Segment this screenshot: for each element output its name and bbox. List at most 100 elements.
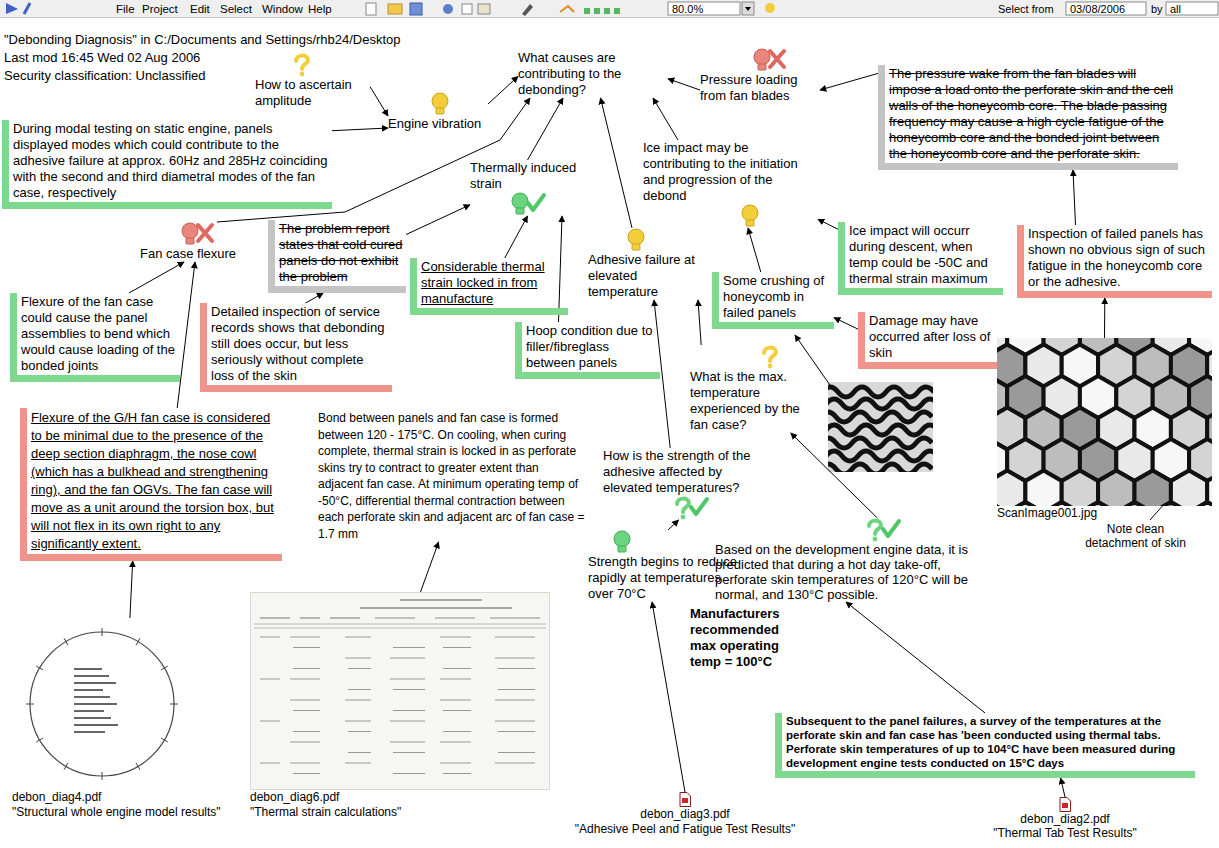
handwriting	[393, 689, 425, 690]
node-label: Considerable thermal strain locked in fr…	[421, 259, 566, 307]
question-dot	[300, 72, 305, 77]
handwriting	[390, 721, 425, 722]
figure-ground	[12, 618, 192, 790]
idea-node: Thermally induced strain	[470, 160, 585, 216]
connector	[668, 520, 679, 530]
connector	[370, 87, 388, 116]
bulb-base	[632, 244, 640, 250]
handwriting	[348, 689, 371, 690]
pdf-icon	[1059, 797, 1071, 812]
argument-note: Inspection of failed panels has shown no…	[1017, 225, 1212, 298]
bulb-glass	[742, 205, 758, 221]
bulb-base	[186, 238, 194, 244]
handwriting	[443, 668, 471, 669]
idea-node: Strength begins to reduce rapidly at tem…	[588, 530, 748, 602]
handwriting	[74, 682, 116, 684]
outline-tick	[136, 638, 140, 645]
handwriting	[74, 724, 118, 726]
menu-item: Window	[262, 2, 303, 16]
argument-note: The problem report states that cold cure…	[268, 220, 406, 293]
outline-tick	[136, 763, 140, 770]
handwriting	[393, 752, 425, 753]
honeycomb-cell	[1135, 471, 1171, 507]
handwriting	[393, 710, 425, 711]
honeycomb-cell	[1171, 471, 1207, 507]
handwriting	[290, 679, 320, 680]
connector	[528, 98, 564, 160]
connector	[177, 262, 195, 408]
image-annotation: Note clean detachment of skin	[1078, 522, 1193, 550]
connector	[601, 98, 633, 228]
handwriting	[293, 773, 320, 774]
node-label: Pressure loading from fan blades	[700, 72, 820, 104]
node-label: Hoop condition due to filler/fibreglass …	[526, 323, 658, 371]
node-label: The pressure wake from the fan blades wi…	[889, 66, 1176, 162]
connector	[505, 216, 528, 258]
idea-node: Ice impact may be contributing to the in…	[643, 140, 818, 228]
map-header: "Debonding Diagnosis" in C:/Documents an…	[4, 33, 401, 47]
idea-node: Pressure loading from fan blades	[700, 48, 820, 104]
bulb-base	[436, 108, 444, 114]
handwriting	[495, 637, 535, 638]
node-label: debon_diag4.pdf	[12, 790, 274, 805]
handwriting	[495, 721, 535, 722]
bulb-base	[758, 64, 766, 70]
node-label: Detailed inspection of service records s…	[211, 304, 390, 384]
connector	[1073, 170, 1076, 225]
toolbar-icon	[6, 3, 18, 14]
argument-note: Flexure of the G/H fan case is considere…	[20, 408, 282, 561]
node-label: What causes are contributing to the debo…	[518, 50, 668, 98]
node-label: ScanImage001.jpg	[997, 506, 1212, 520]
handwriting	[345, 763, 371, 764]
handwriting	[495, 658, 535, 659]
filter-label: Select from	[998, 2, 1054, 16]
pdf-icon	[679, 792, 691, 807]
connector	[1061, 778, 1065, 797]
node-label: debon_diag3.pdf	[560, 807, 810, 822]
handwriting	[495, 763, 535, 764]
honeycomb-cell	[1062, 471, 1098, 507]
idea-icon	[178, 222, 218, 246]
handwriting	[293, 710, 320, 711]
handwriting	[443, 773, 471, 774]
node-label: What is the max. temperature experienced…	[690, 369, 802, 433]
note-node: Bond between panels and fan case is form…	[318, 410, 586, 542]
node-label: Subsequent to the panel failures, a surv…	[786, 714, 1193, 770]
table-rule	[254, 624, 546, 625]
connector	[1104, 298, 1105, 338]
connector	[834, 318, 858, 330]
honeycomb-cell	[1044, 502, 1080, 506]
idea-node: Engine vibration	[388, 92, 488, 132]
question-dot	[873, 537, 878, 542]
bulb-glass	[628, 229, 644, 245]
idea-icon	[624, 228, 664, 252]
menu-item: File	[116, 2, 135, 16]
connector	[129, 262, 184, 293]
outline-tick	[161, 738, 168, 742]
handwriting	[490, 617, 540, 618]
handwriting	[348, 668, 371, 669]
handwriting	[74, 689, 103, 691]
question-node: How is the strength of the adhesive affe…	[603, 448, 771, 520]
honeycomb-cell	[1189, 502, 1212, 506]
honeycomb-cell	[1025, 471, 1061, 507]
node-label: Ice impact will occurr during descent, w…	[849, 223, 1001, 287]
argument-note: Detailed inspection of service records s…	[200, 303, 392, 392]
idea-node: Fan case flexure	[140, 222, 250, 262]
crushed-honeycomb-pattern	[828, 387, 933, 472]
handwriting	[443, 710, 471, 711]
handwriting	[390, 658, 425, 659]
argument-note: Considerable thermal strain locked in fr…	[410, 258, 568, 315]
question-icon	[671, 496, 711, 520]
handwriting	[290, 700, 320, 701]
handwriting	[345, 700, 371, 701]
handwriting	[435, 617, 475, 618]
connector	[818, 219, 838, 229]
menu-bar-edge	[0, 17, 1219, 18]
node-label: How to ascertain amplitude	[255, 77, 370, 109]
node-label: Based on the development engine data, it…	[715, 542, 977, 602]
handwriting	[260, 617, 290, 618]
node-label: "Thermal strain calculations"	[250, 805, 560, 820]
toolbar-icon	[388, 4, 402, 14]
bulb-glass	[432, 93, 448, 109]
